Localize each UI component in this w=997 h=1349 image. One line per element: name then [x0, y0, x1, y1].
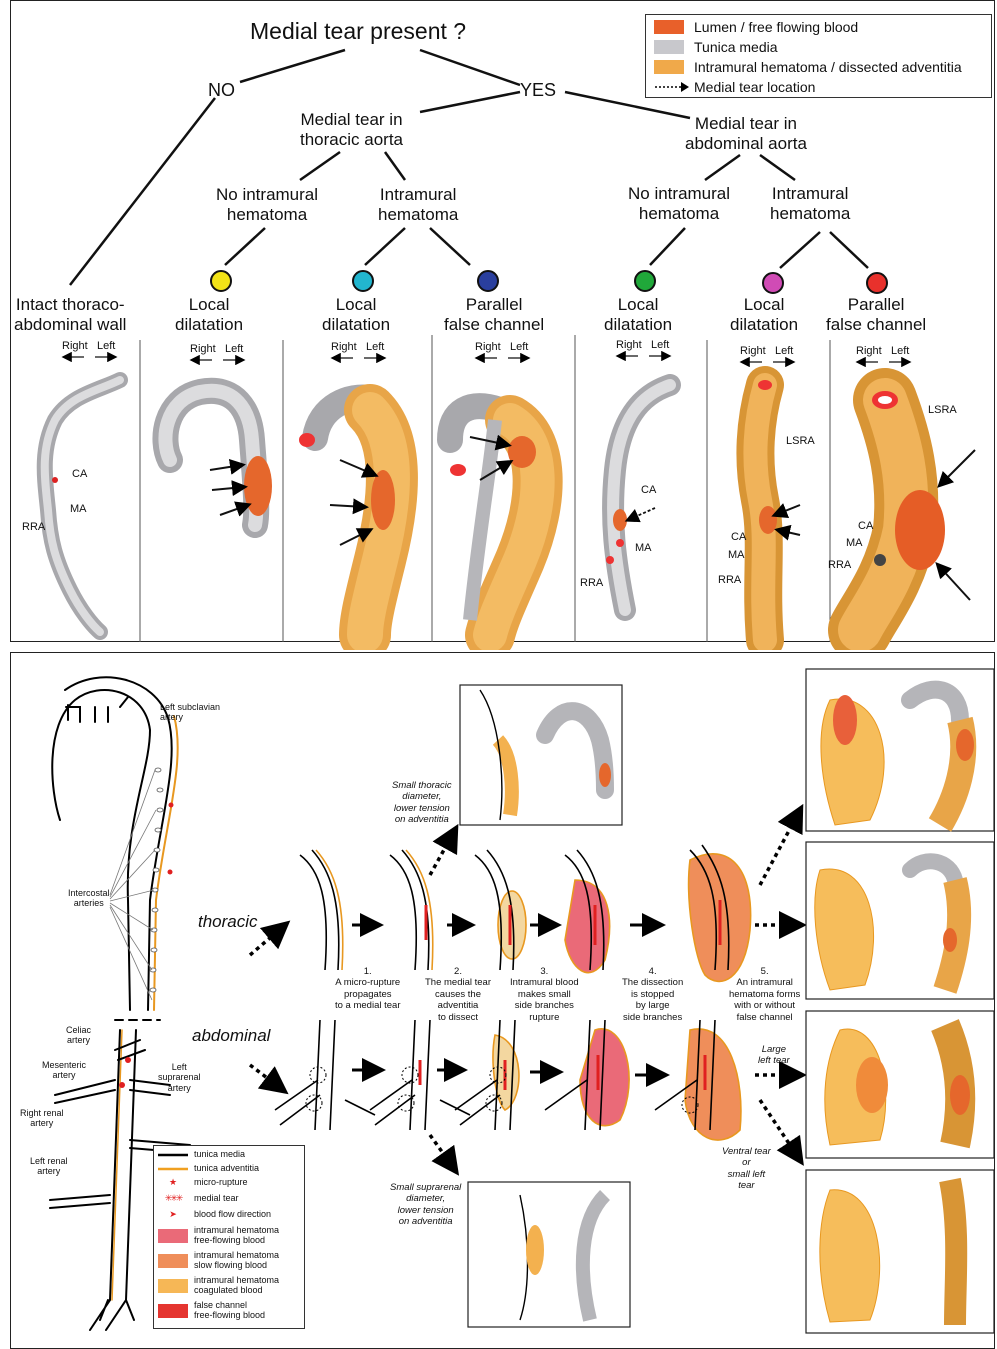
step-1-caption: 1. A micro-rupture propagates to a media…	[335, 966, 400, 1012]
intercostal-leader-lines	[110, 770, 156, 1000]
step-3-caption: 3. Intramural blood makes small side bra…	[510, 966, 579, 1023]
intercostal-label: Intercostal arteries	[68, 888, 110, 909]
star-icon: ★	[158, 1178, 188, 1188]
mesenteric-label: Mesenteric artery	[42, 1060, 86, 1081]
left-renal-label: Left renal artery	[30, 1156, 68, 1177]
flow-arrow-icon: ➤	[158, 1210, 188, 1220]
abdominal-sequence	[275, 1020, 741, 1140]
tear-icon: ✳✳✳	[158, 1194, 188, 1204]
line-swatch	[158, 1164, 188, 1174]
line-swatch	[158, 1150, 188, 1160]
key-label: intramural hematoma free-flowing blood	[194, 1226, 279, 1246]
key-row-coagulated: intramural hematoma coagulated blood	[158, 1276, 279, 1296]
key-swatch	[158, 1279, 188, 1293]
key-label: false channel free-flowing blood	[194, 1301, 265, 1321]
key-row-false-channel: false channel free-flowing blood	[158, 1301, 265, 1321]
left-suprarenal-label: Left suprarenal artery	[158, 1062, 201, 1093]
key-row-slow: intramural hematoma slow flowing blood	[158, 1251, 279, 1271]
celiac-label: Celiac artery	[66, 1025, 91, 1046]
right-renal-label: Right renal artery	[20, 1108, 64, 1129]
key-label: micro-rupture	[194, 1178, 248, 1188]
key-row-media: tunica media	[158, 1150, 245, 1160]
step-5-caption: 5. An intramural hematoma forms with or …	[729, 966, 800, 1023]
bottom-key: tunica media tunica adventitia ★ micro-ru…	[153, 1145, 305, 1329]
small-suprarenal-note: Small suprarenal diameter, lower tension…	[390, 1182, 461, 1228]
key-swatch	[158, 1254, 188, 1268]
key-swatch	[158, 1304, 188, 1318]
step-4-caption: 4. The dissection is stopped by large si…	[622, 966, 683, 1023]
left-subclavian-label: Left subclavian artery	[160, 702, 220, 723]
key-row-free: intramural hematoma free-flowing blood	[158, 1226, 279, 1246]
step-2-caption: 2. The medial tear causes the adventitia…	[425, 966, 491, 1023]
ventral-tear-note: Ventral tear or small left tear	[722, 1146, 771, 1192]
key-label: intramural hematoma coagulated blood	[194, 1276, 279, 1296]
key-swatch	[158, 1229, 188, 1243]
thoracic-sequence	[300, 845, 751, 981]
key-label: tunica media	[194, 1150, 245, 1160]
thoracic-row-label: thoracic	[198, 912, 258, 932]
key-row-micro-rupture: ★ micro-rupture	[158, 1178, 248, 1188]
key-label: blood flow direction	[194, 1210, 271, 1220]
key-label: tunica adventitia	[194, 1164, 259, 1174]
key-row-adventitia: tunica adventitia	[158, 1164, 259, 1174]
key-row-flow: ➤ blood flow direction	[158, 1210, 271, 1220]
key-label: medial tear	[194, 1194, 239, 1204]
large-left-tear-note: Large left tear	[758, 1044, 790, 1067]
key-label: intramural hematoma slow flowing blood	[194, 1251, 279, 1271]
abdominal-medial-tears	[420, 1055, 705, 1090]
key-row-medial-tear: ✳✳✳ medial tear	[158, 1194, 239, 1204]
small-thoracic-note: Small thoracic diameter, lower tension o…	[392, 780, 452, 826]
abdominal-row-label: abdominal	[192, 1026, 270, 1046]
